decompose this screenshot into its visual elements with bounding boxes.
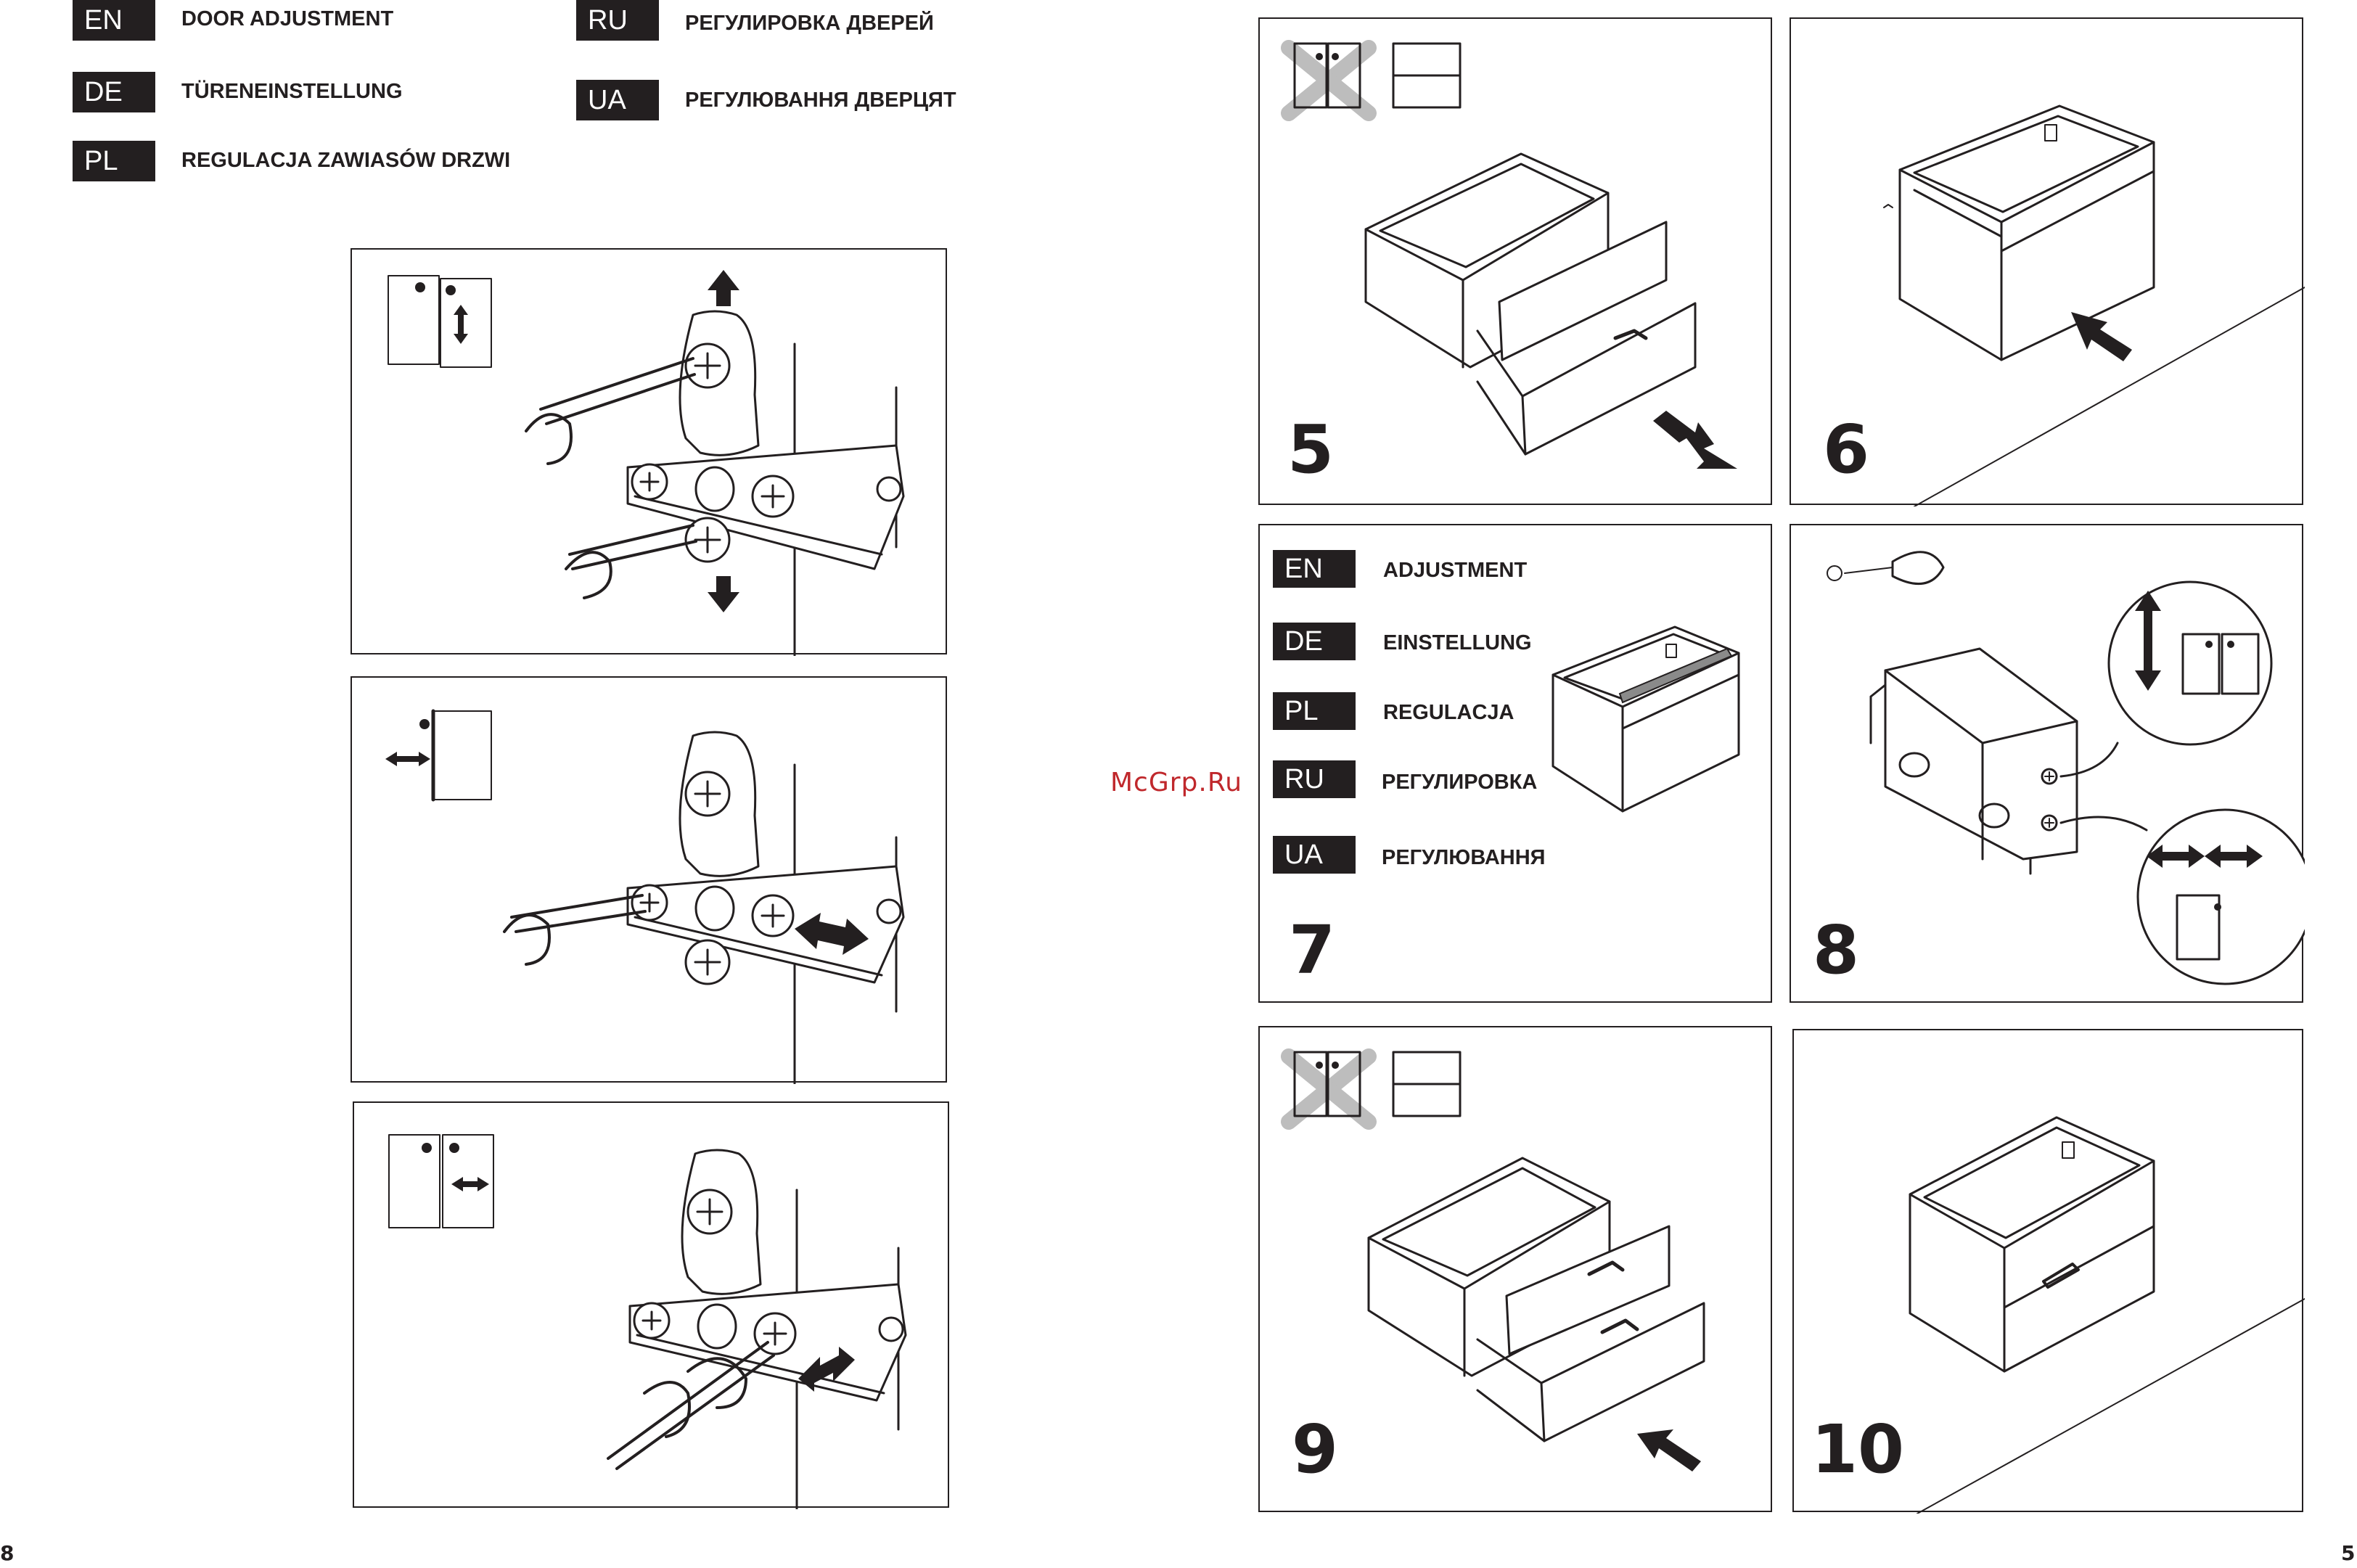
hinge-depth-illustration — [352, 678, 948, 1084]
step-number: 5 — [1287, 416, 1334, 483]
hinge-panel-lateral — [353, 1101, 949, 1508]
lang-tag-ua: UA — [576, 80, 659, 120]
lang-tag-en: EN — [73, 0, 155, 41]
page-number-right: 5 — [2341, 1541, 2355, 1565]
drawers-option-icon — [1393, 44, 1460, 107]
step-number: 8 — [1813, 917, 1859, 984]
lang-code: EN — [84, 5, 123, 36]
step-8-panel: 8 — [1790, 524, 2303, 1003]
step-7-panel: EN ADJUSTMENT DE EINSTELLUNG PL REGULACJ… — [1258, 524, 1772, 1003]
step-8-illustration — [1791, 525, 2305, 1004]
step-6-panel: 6 — [1790, 17, 2303, 505]
screwdriver-icon — [1827, 552, 1943, 584]
step-5-illustration — [1260, 19, 1774, 506]
hinge-vertical-illustration — [352, 250, 948, 656]
door-vertical-adjust-icon — [388, 276, 491, 367]
doors-not-applicable-icon — [1289, 1052, 1369, 1122]
lang-tag-de: DE — [73, 72, 155, 112]
lang-text-de: TÜRENEINSTELLUNG — [181, 80, 403, 104]
step-5-panel: 5 — [1258, 17, 1772, 505]
lang-text-ru: РЕГУЛИРОВКА ДВЕРЕЙ — [685, 12, 934, 36]
drawers-option-icon — [1393, 1052, 1460, 1116]
lang-tag-ru: RU — [576, 0, 659, 41]
step-number: 7 — [1289, 917, 1335, 984]
watermark: McGrp.Ru — [1110, 768, 1242, 797]
lang-text-pl: REGULACJA ZAWIASÓW DRZWI — [181, 149, 510, 173]
doors-not-applicable-icon — [1289, 44, 1369, 113]
lang-code: RU — [588, 5, 628, 36]
page-number-left: 8 — [0, 1541, 14, 1565]
hinge-lateral-illustration — [354, 1103, 951, 1509]
lang-code: UA — [588, 85, 626, 116]
step-10-panel: 10 — [1792, 1029, 2303, 1512]
hinge-panel-vertical — [351, 248, 947, 654]
step-number: 6 — [1823, 416, 1869, 483]
door-lateral-adjust-icon — [389, 1135, 493, 1228]
step-number: 9 — [1292, 1416, 1338, 1483]
step-number: 10 — [1811, 1416, 1904, 1483]
hinge-panel-depth — [351, 676, 947, 1083]
lang-text-en: DOOR ADJUSTMENT — [181, 7, 393, 31]
step-7-illustration — [1260, 525, 1774, 1004]
door-depth-adjust-icon — [385, 711, 491, 800]
lang-code: PL — [84, 146, 118, 177]
lang-text-ua: РЕГУЛЮВАННЯ ДВЕРЦЯТ — [685, 89, 956, 112]
step-9-panel: 9 — [1258, 1026, 1772, 1512]
lang-code: DE — [84, 77, 123, 108]
lang-tag-pl: PL — [73, 141, 155, 181]
